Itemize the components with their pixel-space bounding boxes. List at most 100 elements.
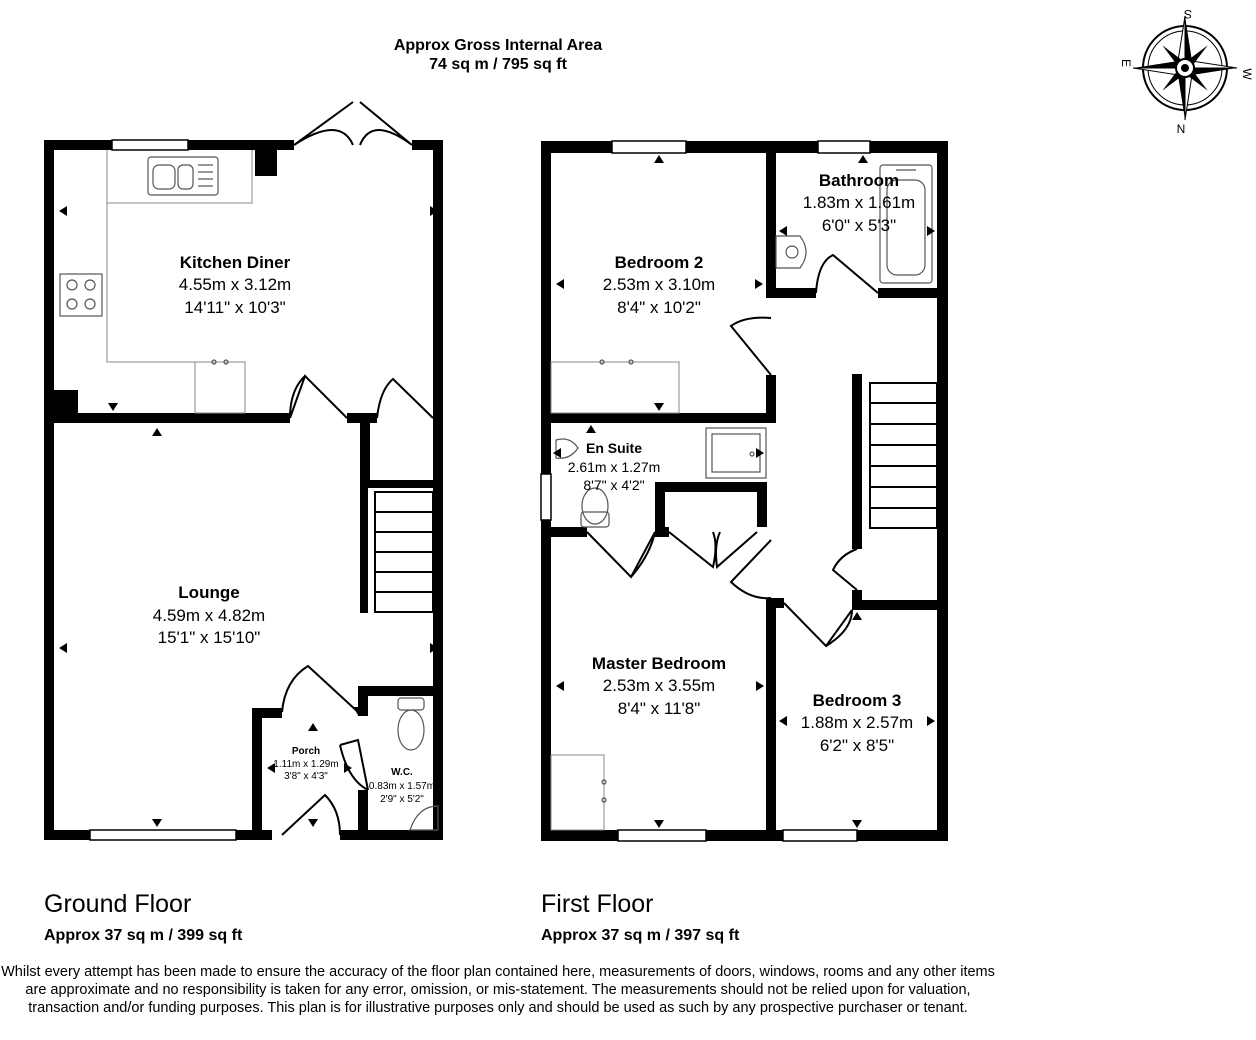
- gf-wall: [358, 686, 368, 716]
- gf-door: [281, 664, 359, 713]
- ff-wall: [655, 482, 767, 492]
- gf-wall: [358, 790, 368, 835]
- room-size-metric: 1.88m x 2.57m: [801, 713, 913, 732]
- ff-wall: [766, 153, 776, 298]
- room-size-imperial: 2'9" x 5'2": [380, 794, 424, 805]
- disclaimer-text: Whilst every attempt has been made to en…: [1, 964, 995, 1016]
- room-size-imperial: 8'7" x 4'2": [583, 477, 644, 493]
- ff-door: [729, 539, 772, 600]
- room-size-imperial: 3'8" x 4'3": [284, 771, 328, 782]
- gf-window: [89, 829, 237, 841]
- gf-wall: [360, 423, 370, 483]
- room-name: Porch: [292, 746, 320, 757]
- gf-wall: [358, 686, 438, 696]
- room-porch: Porch 1.11m x 1.29m 3'8" x 4'3": [273, 746, 338, 782]
- compass-north: N: [1177, 122, 1186, 136]
- gf-wall: [412, 140, 442, 150]
- room-size-metric: 2.61m x 1.27m: [568, 459, 661, 475]
- gross-area-value: 74 sq m / 795 sq ft: [429, 56, 567, 73]
- wardrobe-handle: [599, 359, 605, 365]
- toilet-icon: [555, 438, 610, 528]
- gf-window: [111, 139, 189, 151]
- room-name: Bedroom 2: [615, 253, 704, 272]
- ff-wall: [541, 830, 948, 841]
- ff-wall: [852, 600, 938, 610]
- room-size-metric: 1.11m x 1.29m: [273, 759, 338, 770]
- kitchen-unit-handle: [211, 359, 217, 365]
- room-size-metric: 4.55m x 3.12m: [179, 275, 291, 294]
- ff-wall: [655, 482, 665, 527]
- room-size-imperial: 6'0" x 5'3": [822, 216, 896, 235]
- compass-east: E: [1119, 59, 1133, 67]
- room-name: En Suite: [586, 440, 642, 456]
- wardrobe-handle: [628, 359, 634, 365]
- room-name: Lounge: [178, 583, 239, 602]
- ff-door: [815, 253, 879, 294]
- ff-wall: [551, 527, 587, 537]
- gf-wall: [54, 413, 290, 423]
- room-lounge: Lounge 4.59m x 4.82m 15'1" x 15'10": [153, 583, 265, 647]
- room-size-imperial: 6'2" x 8'5": [820, 736, 894, 755]
- room-size-metric: 1.83m x 1.61m: [803, 193, 915, 212]
- ff-wall: [551, 413, 776, 423]
- room-name: Master Bedroom: [592, 654, 726, 673]
- gf-wall: [360, 480, 433, 488]
- room-name: Kitchen Diner: [180, 253, 291, 272]
- dimension-arrows: [59, 206, 438, 827]
- room-name: W.C.: [391, 767, 413, 778]
- gross-area-heading: Approx Gross Internal Area 74 sq m / 795…: [0, 36, 996, 74]
- kitchen-unit-handle: [223, 359, 229, 365]
- sink-icon: [147, 156, 219, 196]
- ff-door: [668, 531, 758, 569]
- basin-icon: [775, 235, 807, 269]
- ff-wall: [541, 141, 948, 153]
- gf-stairs: [360, 488, 434, 613]
- gf-wall: [347, 413, 377, 423]
- ground-floor-plan: [44, 101, 443, 841]
- toilet-icon: [397, 697, 425, 751]
- room-wc: W.C. 0.83m x 1.57m 2'9" x 5'2": [369, 767, 435, 805]
- ff-window: [617, 829, 707, 842]
- room-master-bedroom: Master Bedroom 2.53m x 3.55m 8'4" x 11'8…: [592, 654, 726, 718]
- ff-wall: [852, 590, 862, 610]
- ff-wall: [766, 375, 776, 423]
- ff-window: [817, 140, 871, 154]
- room-en-suite: En Suite 2.61m x 1.27m 8'7" x 4'2": [568, 440, 661, 493]
- room-size-metric: 0.83m x 1.57m: [369, 781, 435, 792]
- room-size-metric: 4.59m x 4.82m: [153, 606, 265, 625]
- wardrobe: [550, 754, 605, 831]
- bath-icon: [879, 164, 933, 284]
- wardrobe-handle: [601, 797, 607, 803]
- basin-icon: [409, 805, 439, 831]
- french-doors: [293, 101, 354, 146]
- ff-window: [782, 829, 858, 842]
- ff-wall: [852, 374, 862, 549]
- gf-door: [339, 738, 369, 791]
- ff-wall: [766, 288, 816, 298]
- compass-rose-icon: [1132, 15, 1238, 121]
- french-doors: [359, 101, 413, 146]
- room-bathroom: Bathroom 1.83m x 1.61m 6'0" x 5'3": [803, 171, 915, 235]
- room-size-metric: 2.53m x 3.10m: [603, 275, 715, 294]
- compass-south: S: [1184, 7, 1192, 21]
- gross-area-title: Approx Gross Internal Area: [393, 37, 603, 54]
- ff-door: [783, 602, 853, 648]
- ff-wall: [757, 482, 767, 527]
- ground-floor-area: Approx 37 sq m / 399 sq ft: [44, 927, 243, 944]
- ff-door: [586, 531, 656, 579]
- ff-wall: [766, 598, 776, 833]
- gf-wall: [340, 830, 443, 840]
- hob-icon: [59, 273, 103, 317]
- first-floor-area: Approx 37 sq m / 397 sq ft: [541, 927, 740, 944]
- gf-wall: [44, 140, 54, 840]
- room-size-imperial: 8'4" x 11'8": [618, 699, 701, 718]
- gf-wall: [255, 150, 277, 176]
- ff-wall: [937, 141, 948, 841]
- gf-door: [289, 374, 348, 419]
- room-size-imperial: 15'1" x 15'10": [158, 628, 261, 647]
- room-name: Bedroom 3: [813, 691, 902, 710]
- ff-wall: [878, 288, 938, 298]
- ff-door: [831, 548, 858, 591]
- ff-door: [729, 316, 772, 376]
